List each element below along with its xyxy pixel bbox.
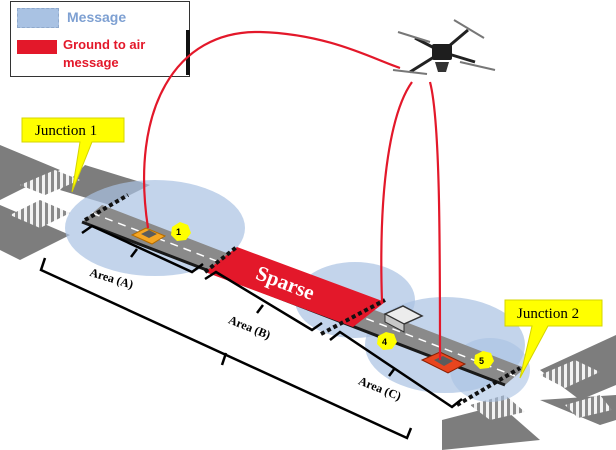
vehicle-number-1: 1: [176, 227, 181, 237]
area-boundaries: [83, 193, 522, 407]
ground-to-air-legend-label: Ground to air message: [63, 37, 146, 70]
vehicle-5: [420, 351, 467, 374]
junction-2-callout: Junction 2: [504, 299, 603, 379]
vehicle-1: [130, 227, 167, 245]
antenna-bar: [186, 30, 190, 75]
junction-1-callout: Junction 1: [21, 117, 125, 193]
drone-body: [432, 44, 452, 60]
area-brackets: [39, 224, 463, 440]
vehicle-badge-4: 4: [377, 332, 397, 350]
junction-2-label: Junction 2: [517, 306, 579, 322]
drone: [392, 19, 496, 75]
vehicle-number-5: 5: [479, 356, 484, 366]
left-junction: [0, 145, 150, 260]
legend: Message Ground to air message: [10, 1, 190, 77]
message-legend-label: Message: [67, 9, 127, 25]
area-b-label: Area (B): [226, 313, 272, 343]
vehicle-badge-1: 1: [171, 222, 191, 241]
right-junction: [442, 335, 616, 450]
junction-1-label: Junction 1: [35, 123, 97, 139]
message-swatch: [17, 8, 59, 28]
ground-to-air-swatch: [17, 40, 57, 54]
vehicle-badge-5: 5: [474, 351, 494, 369]
sparse-segment: [205, 247, 385, 327]
vehicle-bus: [383, 305, 424, 333]
vehicle-number-4: 4: [382, 337, 387, 347]
ground-to-air-links: [143, 30, 442, 361]
